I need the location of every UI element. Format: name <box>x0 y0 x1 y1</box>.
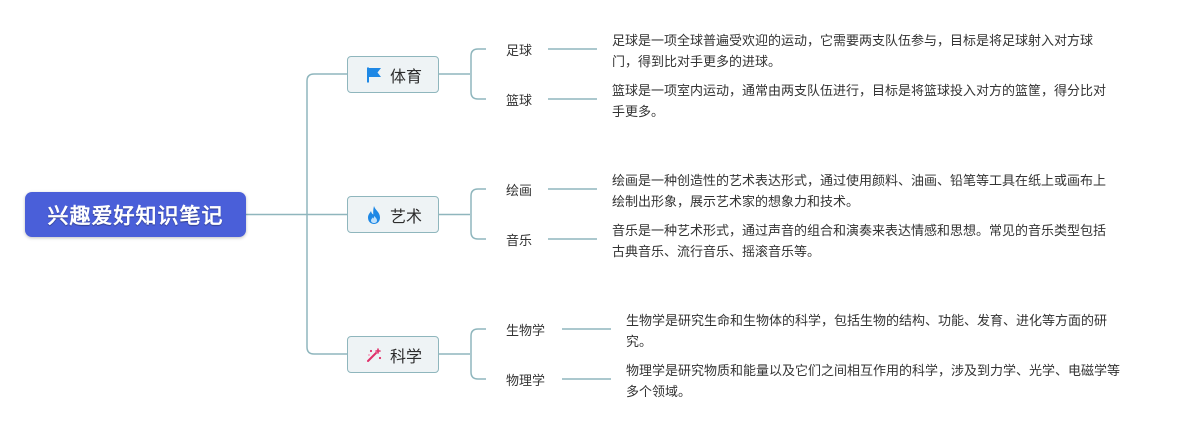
root-label: 兴趣爱好知识笔记 <box>47 203 224 228</box>
connector-art-fork <box>470 188 486 240</box>
topic-basketball[interactable]: 篮球 <box>506 94 533 109</box>
description-biology: 生物学是研究生命和生物体的科学，包括生物的结构、功能、发育、进化等方面的研究。 <box>626 314 1108 350</box>
category-science[interactable]: 科学 <box>347 336 439 373</box>
category-label: 体育 <box>389 66 422 86</box>
connector-science-fork <box>470 328 486 380</box>
magic-wand-icon <box>364 345 384 365</box>
topic-football[interactable]: 足球 <box>506 44 533 59</box>
flame-icon <box>364 205 384 225</box>
topic-music[interactable]: 音乐 <box>506 234 533 249</box>
category-label: 艺术 <box>389 206 422 226</box>
root-node[interactable]: 兴趣爱好知识笔记 <box>25 192 246 237</box>
description-physics: 物理学是研究物质和能量以及它们之间相互作用的科学，涉及到力学、光学、电磁学等多个… <box>626 364 1121 400</box>
category-art[interactable]: 艺术 <box>347 196 439 233</box>
category-label: 科学 <box>389 346 422 366</box>
description-basketball: 篮球是一项室内运动，通常由两支队伍进行，目标是将篮球投入对方的篮筐，得分比对手更… <box>612 84 1107 120</box>
description-football: 足球是一项全球普遍受欢迎的运动，它需要两支队伍参与，目标是将足球射入对方球门，得… <box>612 34 1094 70</box>
category-sports[interactable]: 体育 <box>347 56 439 93</box>
flag-icon <box>364 65 384 85</box>
description-music: 音乐是一种艺术形式，通过声音的组合和演奏来表达情感和思想。常见的音乐类型包括古典… <box>612 224 1107 260</box>
description-painting: 绘画是一种创造性的艺术表达形式，通过使用颜料、油画、铅笔等工具在纸上或画布上绘制… <box>612 174 1107 210</box>
topic-biology[interactable]: 生物学 <box>506 324 546 339</box>
topic-painting[interactable]: 绘画 <box>506 184 533 199</box>
topic-physics[interactable]: 物理学 <box>506 374 546 389</box>
connector-sports-fork <box>470 48 486 100</box>
